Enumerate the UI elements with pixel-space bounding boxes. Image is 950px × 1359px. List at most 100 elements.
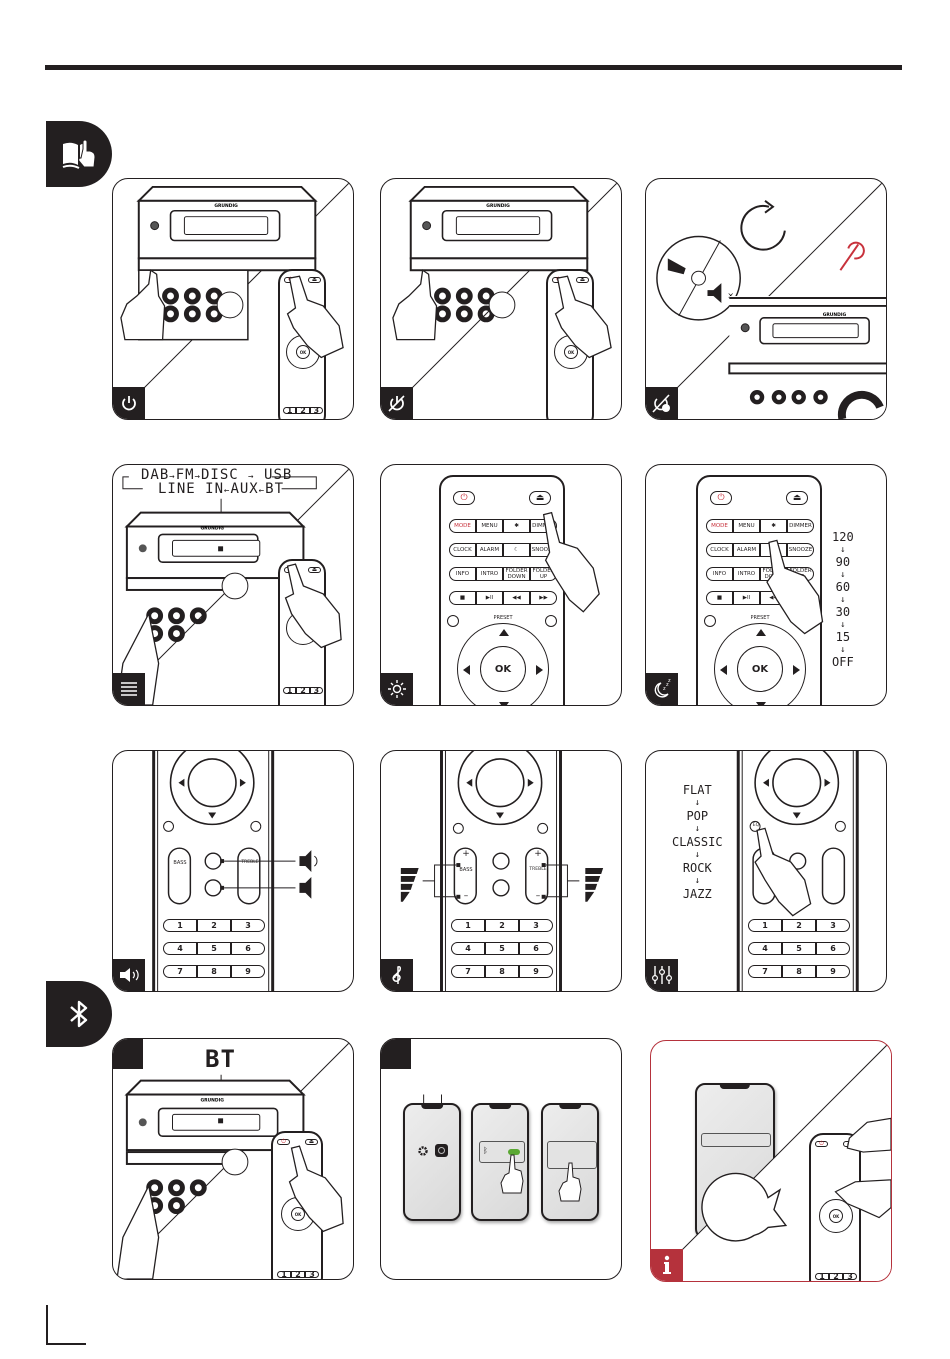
remote-key-5[interactable]: 5 [198, 943, 232, 954]
remote-eject-button[interactable]: ⏏ [786, 491, 808, 505]
remote-stop-button[interactable]: ■ [707, 592, 734, 604]
remote-key-6[interactable]: 6 [533, 944, 539, 953]
remote-eject-button[interactable]: ⏏ [529, 491, 551, 505]
bluetooth-toggle[interactable] [508, 1149, 520, 1155]
treble-minus[interactable]: – [535, 891, 541, 901]
remote-key-4[interactable]: 4 [749, 943, 783, 954]
remote-intro-button[interactable]: INTRO [477, 568, 504, 580]
remote-eq-button[interactable]: EQ [752, 823, 760, 828]
remote-key-1[interactable]: 1 [284, 688, 298, 693]
remote-alarm-button[interactable]: ALARM [477, 544, 504, 556]
remote-key-6[interactable]: 6 [830, 944, 836, 953]
remote-ok-button[interactable]: OK [480, 646, 526, 692]
remote-key-3[interactable]: 3 [313, 687, 320, 694]
remote-key-1[interactable]: 1 [749, 920, 783, 931]
remote-eject-button[interactable]: ⏏ [308, 567, 321, 573]
remote-key-3[interactable]: 3 [245, 921, 251, 930]
remote-shuffle-button[interactable] [704, 615, 716, 627]
remote-ok-button[interactable]: OK [737, 646, 783, 692]
remote-dimmer-button[interactable]: DIMMER [532, 523, 555, 529]
remote-key-2[interactable]: 2 [198, 920, 232, 931]
remote-key-1[interactable]: 1 [278, 1272, 292, 1277]
remote-play-pause-button[interactable]: ▶II [734, 592, 761, 604]
remote-key-5[interactable]: 5 [783, 943, 817, 954]
remote-clock-button[interactable]: CLOCK [450, 544, 477, 556]
remote-dimmer-button[interactable]: DIMMER [789, 523, 812, 529]
remote-key-2[interactable]: 2 [830, 1274, 844, 1279]
remote-key-2[interactable]: 2 [783, 920, 817, 931]
remote-power-button[interactable]: ⏻ [710, 491, 732, 505]
remote-key-3[interactable]: 3 [309, 1271, 315, 1278]
remote-key-1[interactable]: 1 [816, 1274, 830, 1279]
dpad-down-icon[interactable] [499, 702, 509, 705]
dpad-left-icon[interactable] [720, 665, 727, 675]
remote-key-2[interactable]: 2 [297, 688, 311, 693]
remote-key-7[interactable]: 7 [452, 966, 486, 977]
remote-ok-button[interactable]: OK [291, 1207, 305, 1221]
remote-ok-button[interactable]: OK [296, 345, 310, 359]
remote-key-8[interactable]: 8 [486, 966, 520, 977]
remote-snooze-button[interactable]: SNOOZE [531, 547, 556, 553]
remote-ok-button[interactable]: OK [564, 345, 578, 359]
remote-eject-button[interactable]: ⏏ [576, 277, 589, 283]
remote-dpad[interactable]: OK [819, 1199, 853, 1233]
remote-key-8[interactable]: 8 [198, 966, 232, 977]
remote-clock-button[interactable]: CLOCK [707, 544, 734, 556]
remote-key-3[interactable]: 3 [830, 921, 836, 930]
remote-snooze-button[interactable]: SNOOZE [788, 547, 813, 553]
remote-key-1[interactable]: 1 [164, 920, 198, 931]
remote-dpad[interactable]: OK [714, 623, 806, 705]
dpad-down-icon[interactable] [756, 702, 766, 705]
dpad-left-icon[interactable] [463, 665, 470, 675]
remote-folder-down-button[interactable]: FOLDER DOWN [504, 568, 531, 580]
remote-folder-up-button[interactable]: FOLDER UP [532, 568, 555, 580]
remote-key-2[interactable]: 2 [297, 408, 311, 413]
remote-eject-button[interactable]: ⏏ [308, 277, 321, 283]
remote-bluetooth-button[interactable]: ✱ [504, 520, 531, 532]
remote-key-7[interactable]: 7 [749, 966, 783, 977]
remote-key-3[interactable]: 3 [847, 1273, 853, 1280]
bass-plus[interactable]: + [462, 849, 470, 859]
remote-key-4[interactable]: 4 [164, 943, 198, 954]
dpad-right-icon[interactable] [793, 665, 800, 675]
remote-key-7[interactable]: 7 [164, 966, 198, 977]
remote-intro-button[interactable]: INTRO [734, 568, 761, 580]
remote-key-1[interactable]: 1 [284, 408, 298, 413]
remote-info-button[interactable]: INFO [450, 568, 477, 580]
remote-key-1[interactable]: 1 [452, 920, 486, 931]
remote-key-9[interactable]: 9 [830, 967, 836, 976]
remote-shuffle-button[interactable] [447, 615, 459, 627]
dpad-up-icon[interactable] [499, 629, 509, 636]
remote-repeat-button[interactable] [545, 615, 557, 627]
dpad-up-icon[interactable] [756, 629, 766, 636]
remote-key-2[interactable]: 2 [486, 920, 520, 931]
remote-mode-button[interactable]: MODE [450, 520, 477, 532]
remote-sleep-button[interactable]: ☾ [504, 544, 531, 556]
settings-gear-icon[interactable] [417, 1145, 429, 1157]
remote-power-button[interactable]: ⏻ [453, 491, 475, 505]
remote-key-3[interactable]: 3 [313, 407, 320, 414]
remote-bluetooth-button[interactable]: ✱ [761, 520, 788, 532]
treble-plus[interactable]: + [534, 849, 542, 859]
remote-stop-button[interactable]: ■ [450, 592, 477, 604]
settings-app-icon[interactable] [435, 1144, 448, 1157]
remote-eject-button[interactable]: ⏏ [305, 1139, 318, 1145]
remote-play-pause-button[interactable]: ▶II [477, 592, 504, 604]
remote-menu-button[interactable]: MENU [734, 520, 761, 532]
remote-info-button[interactable]: INFO [707, 568, 734, 580]
remote-key-2[interactable]: 2 [292, 1272, 306, 1277]
remote-alarm-button[interactable]: ALARM [734, 544, 761, 556]
remote-key-9[interactable]: 9 [245, 967, 251, 976]
remote-mode-button[interactable]: MODE [707, 520, 734, 532]
remote-power-button[interactable]: ⏻ [815, 1141, 828, 1147]
remote-key-8[interactable]: 8 [783, 966, 817, 977]
remote-dpad[interactable]: OK [457, 623, 549, 705]
remote-key-5[interactable]: 5 [486, 943, 520, 954]
remote-key-4[interactable]: 4 [452, 943, 486, 954]
remote-ok-button[interactable]: OK [829, 1209, 843, 1223]
remote-key-3[interactable]: 3 [533, 921, 539, 930]
remote-key-9[interactable]: 9 [533, 967, 539, 976]
bass-minus[interactable]: – [463, 891, 469, 901]
remote-forward-button[interactable]: ▶▶ [539, 595, 548, 601]
dpad-right-icon[interactable] [536, 665, 543, 675]
